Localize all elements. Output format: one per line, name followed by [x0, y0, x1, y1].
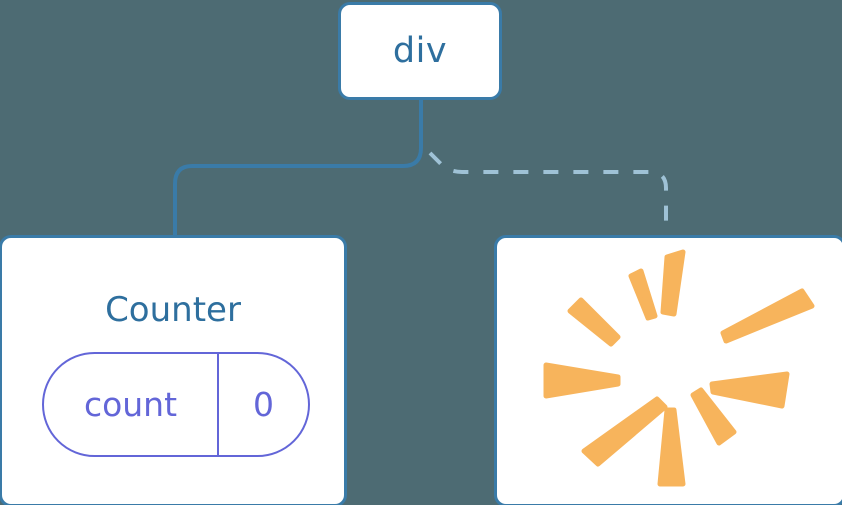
ray-sw: [581, 396, 668, 467]
ray-n: [660, 249, 686, 317]
ray-nnw: [628, 268, 658, 321]
state-value-label: 0: [253, 385, 274, 424]
node-counter-label: Counter: [105, 290, 241, 330]
ray-w: [543, 362, 621, 399]
ray-e: [709, 371, 790, 409]
state-pill-count[interactable]: count 0: [42, 352, 310, 457]
edge-div-to-burst: [428, 151, 668, 238]
node-div[interactable]: div: [338, 2, 502, 100]
ray-se: [690, 387, 737, 446]
ray-nw: [567, 297, 621, 347]
ray-ne: [720, 288, 815, 344]
node-div-label: div: [392, 31, 448, 71]
edge-div-to-counter: [173, 98, 423, 240]
ray-s: [657, 407, 686, 487]
state-key-label: count: [44, 354, 219, 455]
burst-sparkle-icon: [543, 249, 815, 487]
node-burst[interactable]: [494, 235, 842, 505]
